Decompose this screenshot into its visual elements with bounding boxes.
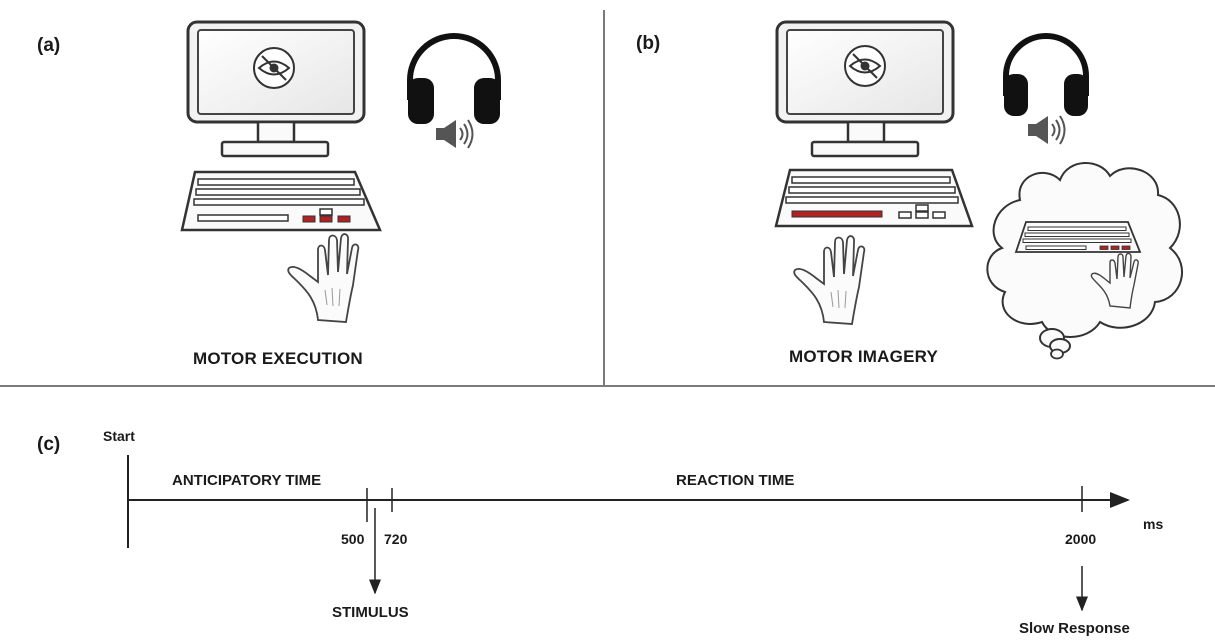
phase-label-anticipatory: ANTICIPATORY TIME bbox=[172, 472, 322, 489]
tick-label-720: 720 bbox=[384, 531, 408, 547]
keyboard-icon bbox=[774, 168, 974, 228]
panel-label-a: (a) bbox=[37, 35, 61, 56]
keyboard-icon bbox=[180, 170, 382, 232]
eye-slash-icon bbox=[253, 47, 295, 89]
phase-label-reaction: REACTION TIME bbox=[676, 472, 795, 489]
monitor-icon bbox=[775, 20, 955, 158]
headphones-icon bbox=[407, 33, 501, 124]
panel-label-c: (c) bbox=[37, 434, 61, 455]
thought-cloud-icon bbox=[986, 162, 1183, 360]
imagined-hand-icon bbox=[1090, 252, 1139, 309]
tick-label-500: 500 bbox=[341, 531, 365, 547]
eye-slash-icon bbox=[844, 45, 886, 87]
speaker-icon bbox=[436, 119, 474, 149]
monitor-icon bbox=[186, 20, 366, 158]
timeline-start-label: Start bbox=[103, 428, 135, 444]
tick-label-2000: 2000 bbox=[1065, 531, 1097, 547]
hand-icon bbox=[793, 235, 866, 325]
headphones-icon bbox=[1003, 33, 1089, 116]
panel-label-b: (b) bbox=[636, 33, 661, 54]
axis-unit-label: ms bbox=[1143, 516, 1164, 532]
hand-icon bbox=[287, 233, 360, 323]
event-label-stimulus: STIMULUS bbox=[332, 604, 409, 621]
caption-motor-execution: MOTOR EXECUTION bbox=[193, 349, 363, 368]
imagined-keyboard-icon bbox=[1014, 221, 1142, 253]
speaker-icon bbox=[1028, 115, 1066, 145]
caption-motor-imagery: MOTOR IMAGERY bbox=[789, 347, 938, 366]
event-label-slow-response: Slow Response bbox=[1019, 620, 1130, 637]
timeline-axis bbox=[127, 455, 1130, 548]
